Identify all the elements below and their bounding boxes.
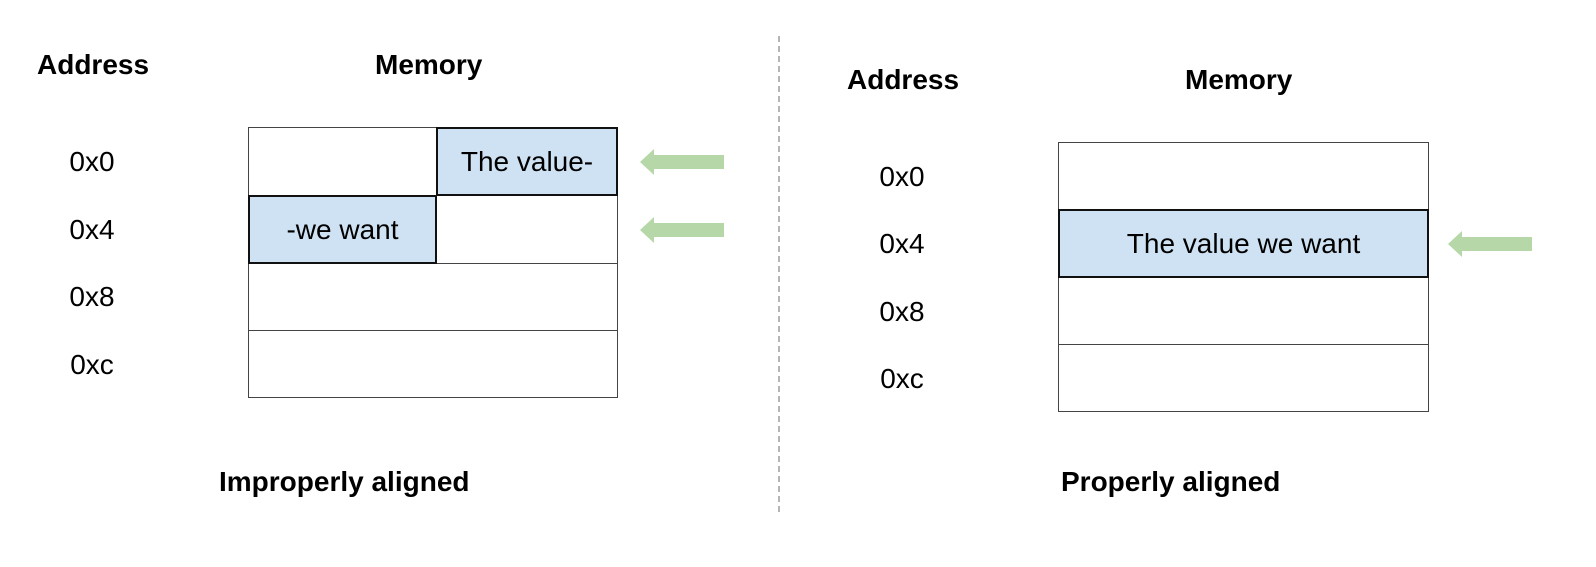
left-memory-header: Memory bbox=[375, 49, 483, 80]
left-arrow-icon bbox=[640, 216, 724, 244]
left-address-0x8: 0x8 bbox=[69, 281, 115, 312]
left-arrow-icon bbox=[640, 148, 724, 176]
right-address-header: Address bbox=[847, 64, 960, 95]
right-caption: Properly aligned bbox=[1061, 466, 1281, 497]
right-memory-cell-row0 bbox=[1058, 142, 1429, 210]
left-address-0x0: 0x0 bbox=[69, 146, 115, 177]
right-address-0xc: 0xc bbox=[880, 363, 924, 394]
right-arrow-icon bbox=[1448, 230, 1532, 258]
left-memory-cell-value-part2: -we want bbox=[248, 195, 437, 264]
left-memory-cell-value-part1: The value- bbox=[436, 127, 618, 196]
right-memory-header: Memory bbox=[1185, 64, 1293, 95]
left-memory-cell-row0-a bbox=[248, 127, 437, 196]
panel-divider bbox=[778, 36, 780, 512]
right-address-0x4: 0x4 bbox=[879, 228, 925, 259]
right-address-0x0: 0x0 bbox=[879, 161, 925, 192]
left-caption: Improperly aligned bbox=[219, 466, 470, 497]
left-memory-cell-row1-b bbox=[436, 195, 618, 264]
left-address-0x4: 0x4 bbox=[69, 214, 115, 245]
right-memory-cell-value: The value we want bbox=[1058, 209, 1429, 278]
right-memory-cell-row3 bbox=[1058, 344, 1429, 412]
left-memory-cell-row2 bbox=[248, 263, 618, 331]
left-memory-cell-row3 bbox=[248, 330, 618, 398]
left-address-0xc: 0xc bbox=[70, 349, 114, 380]
right-memory-cell-row2 bbox=[1058, 277, 1429, 345]
right-address-0x8: 0x8 bbox=[879, 296, 925, 327]
left-address-header: Address bbox=[37, 49, 150, 80]
